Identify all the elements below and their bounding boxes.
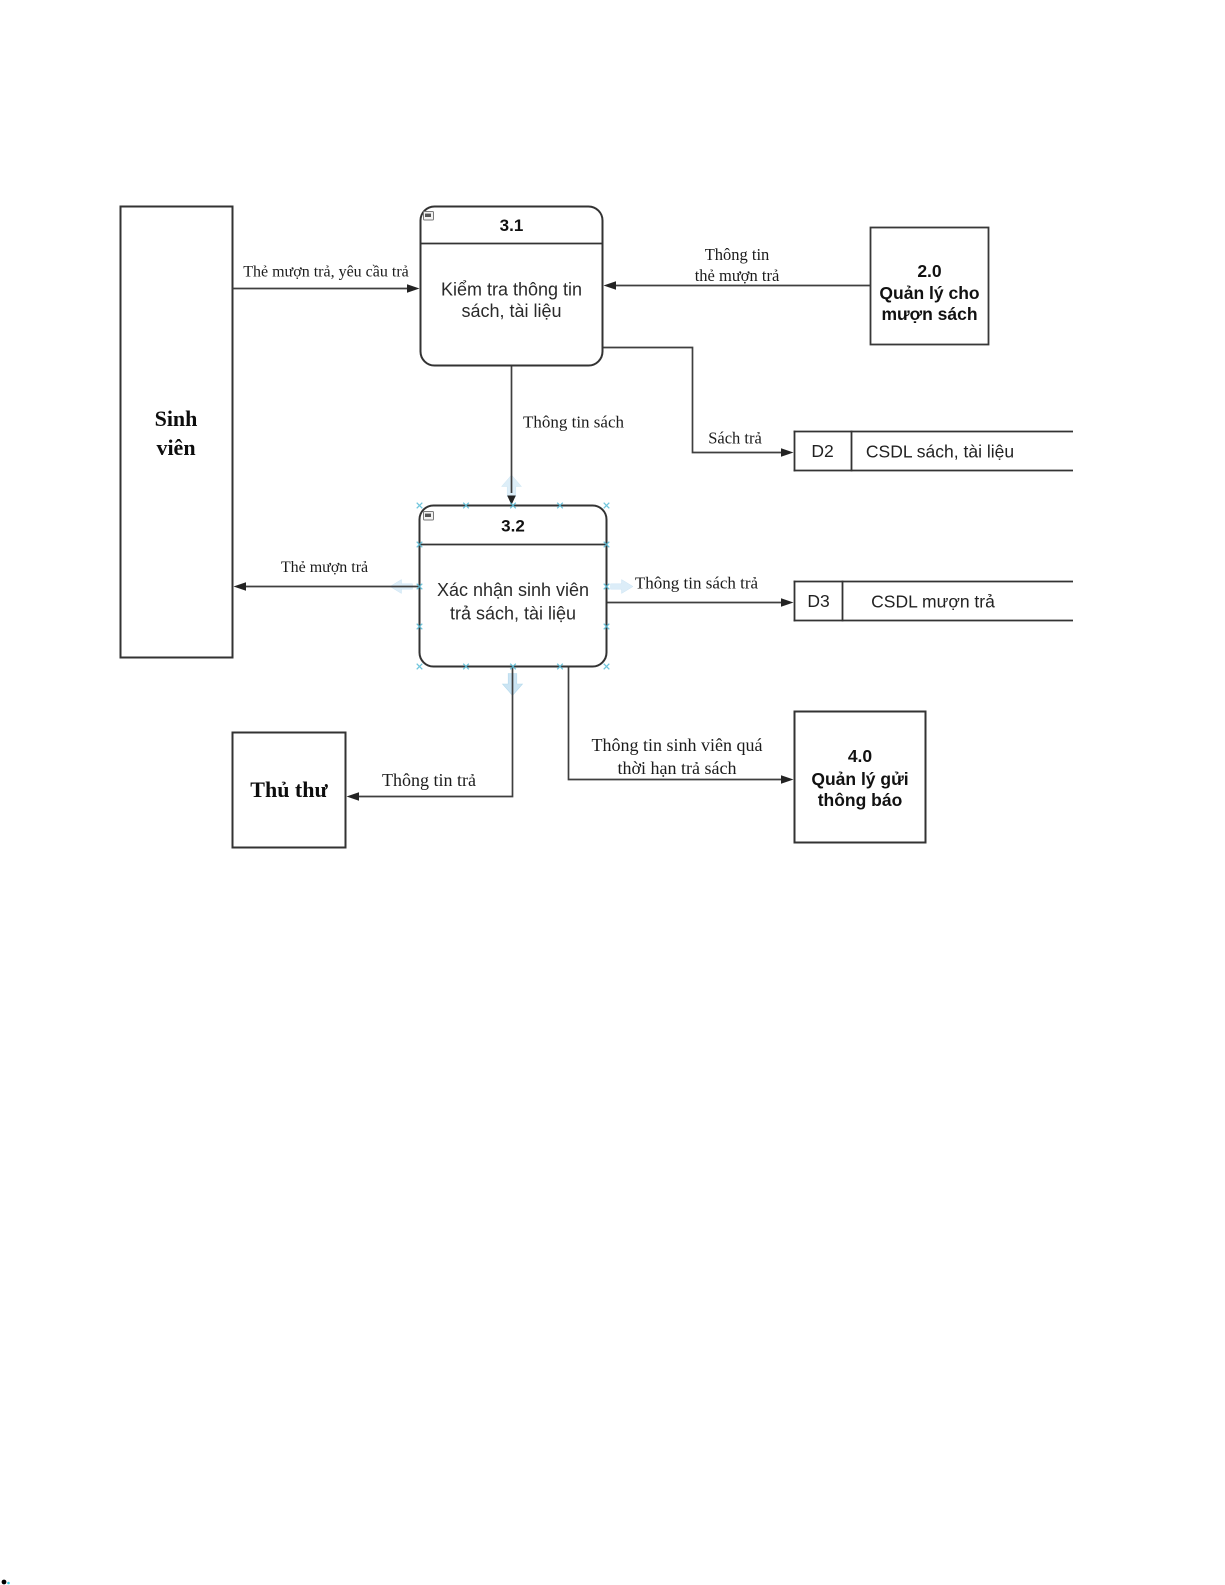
svg-text:thời hạn trả sách: thời hạn trả sách bbox=[618, 758, 737, 778]
svg-text:Thông tin sách trả: Thông tin sách trả bbox=[635, 574, 759, 593]
svg-text:3.1: 3.1 bbox=[500, 216, 524, 235]
svg-text:Xác nhận sinh viên: Xác nhận sinh viên bbox=[437, 580, 589, 600]
svg-text:Quản lý gửi: Quản lý gửi bbox=[811, 769, 908, 789]
svg-text:D3: D3 bbox=[807, 591, 829, 611]
svg-text:Thủ thư: Thủ thư bbox=[250, 777, 328, 802]
svg-text:Thông tin: Thông tin bbox=[705, 245, 770, 264]
svg-text:3.2: 3.2 bbox=[501, 517, 525, 536]
svg-text:Kiểm tra thông tin: Kiểm tra thông tin bbox=[441, 280, 582, 300]
svg-text:thông báo: thông báo bbox=[818, 790, 903, 810]
svg-text:D2: D2 bbox=[811, 441, 833, 461]
svg-text:4.0: 4.0 bbox=[848, 746, 873, 766]
svg-text:Quản lý cho: Quản lý cho bbox=[879, 283, 979, 303]
svg-text:Thẻ mượn trả: Thẻ mượn trả bbox=[281, 559, 368, 576]
svg-text:Thông tin sinh viên quá: Thông tin sinh viên quá bbox=[592, 735, 763, 755]
svg-text:trả sách, tài liệu: trả sách, tài liệu bbox=[450, 604, 576, 624]
svg-text:mượn sách: mượn sách bbox=[881, 304, 977, 324]
svg-text:viên: viên bbox=[156, 435, 195, 460]
svg-text:thẻ mượn trả: thẻ mượn trả bbox=[695, 266, 780, 285]
svg-text:Sách trả: Sách trả bbox=[708, 429, 762, 448]
svg-text:CSDL sách, tài liệu: CSDL sách, tài liệu bbox=[866, 442, 1014, 462]
svg-text:Thông tin trả: Thông tin trả bbox=[382, 770, 476, 790]
svg-text:2.0: 2.0 bbox=[917, 261, 942, 281]
svg-text:sách, tài liệu: sách, tài liệu bbox=[461, 301, 561, 321]
svg-text:CSDL mượn trả: CSDL mượn trả bbox=[871, 592, 995, 612]
svg-text:Thông tin sách: Thông tin sách bbox=[523, 413, 625, 432]
svg-text:Thẻ mượn trả, yêu cầu trả: Thẻ mượn trả, yêu cầu trả bbox=[243, 264, 409, 281]
svg-text:Sinh: Sinh bbox=[155, 406, 198, 431]
